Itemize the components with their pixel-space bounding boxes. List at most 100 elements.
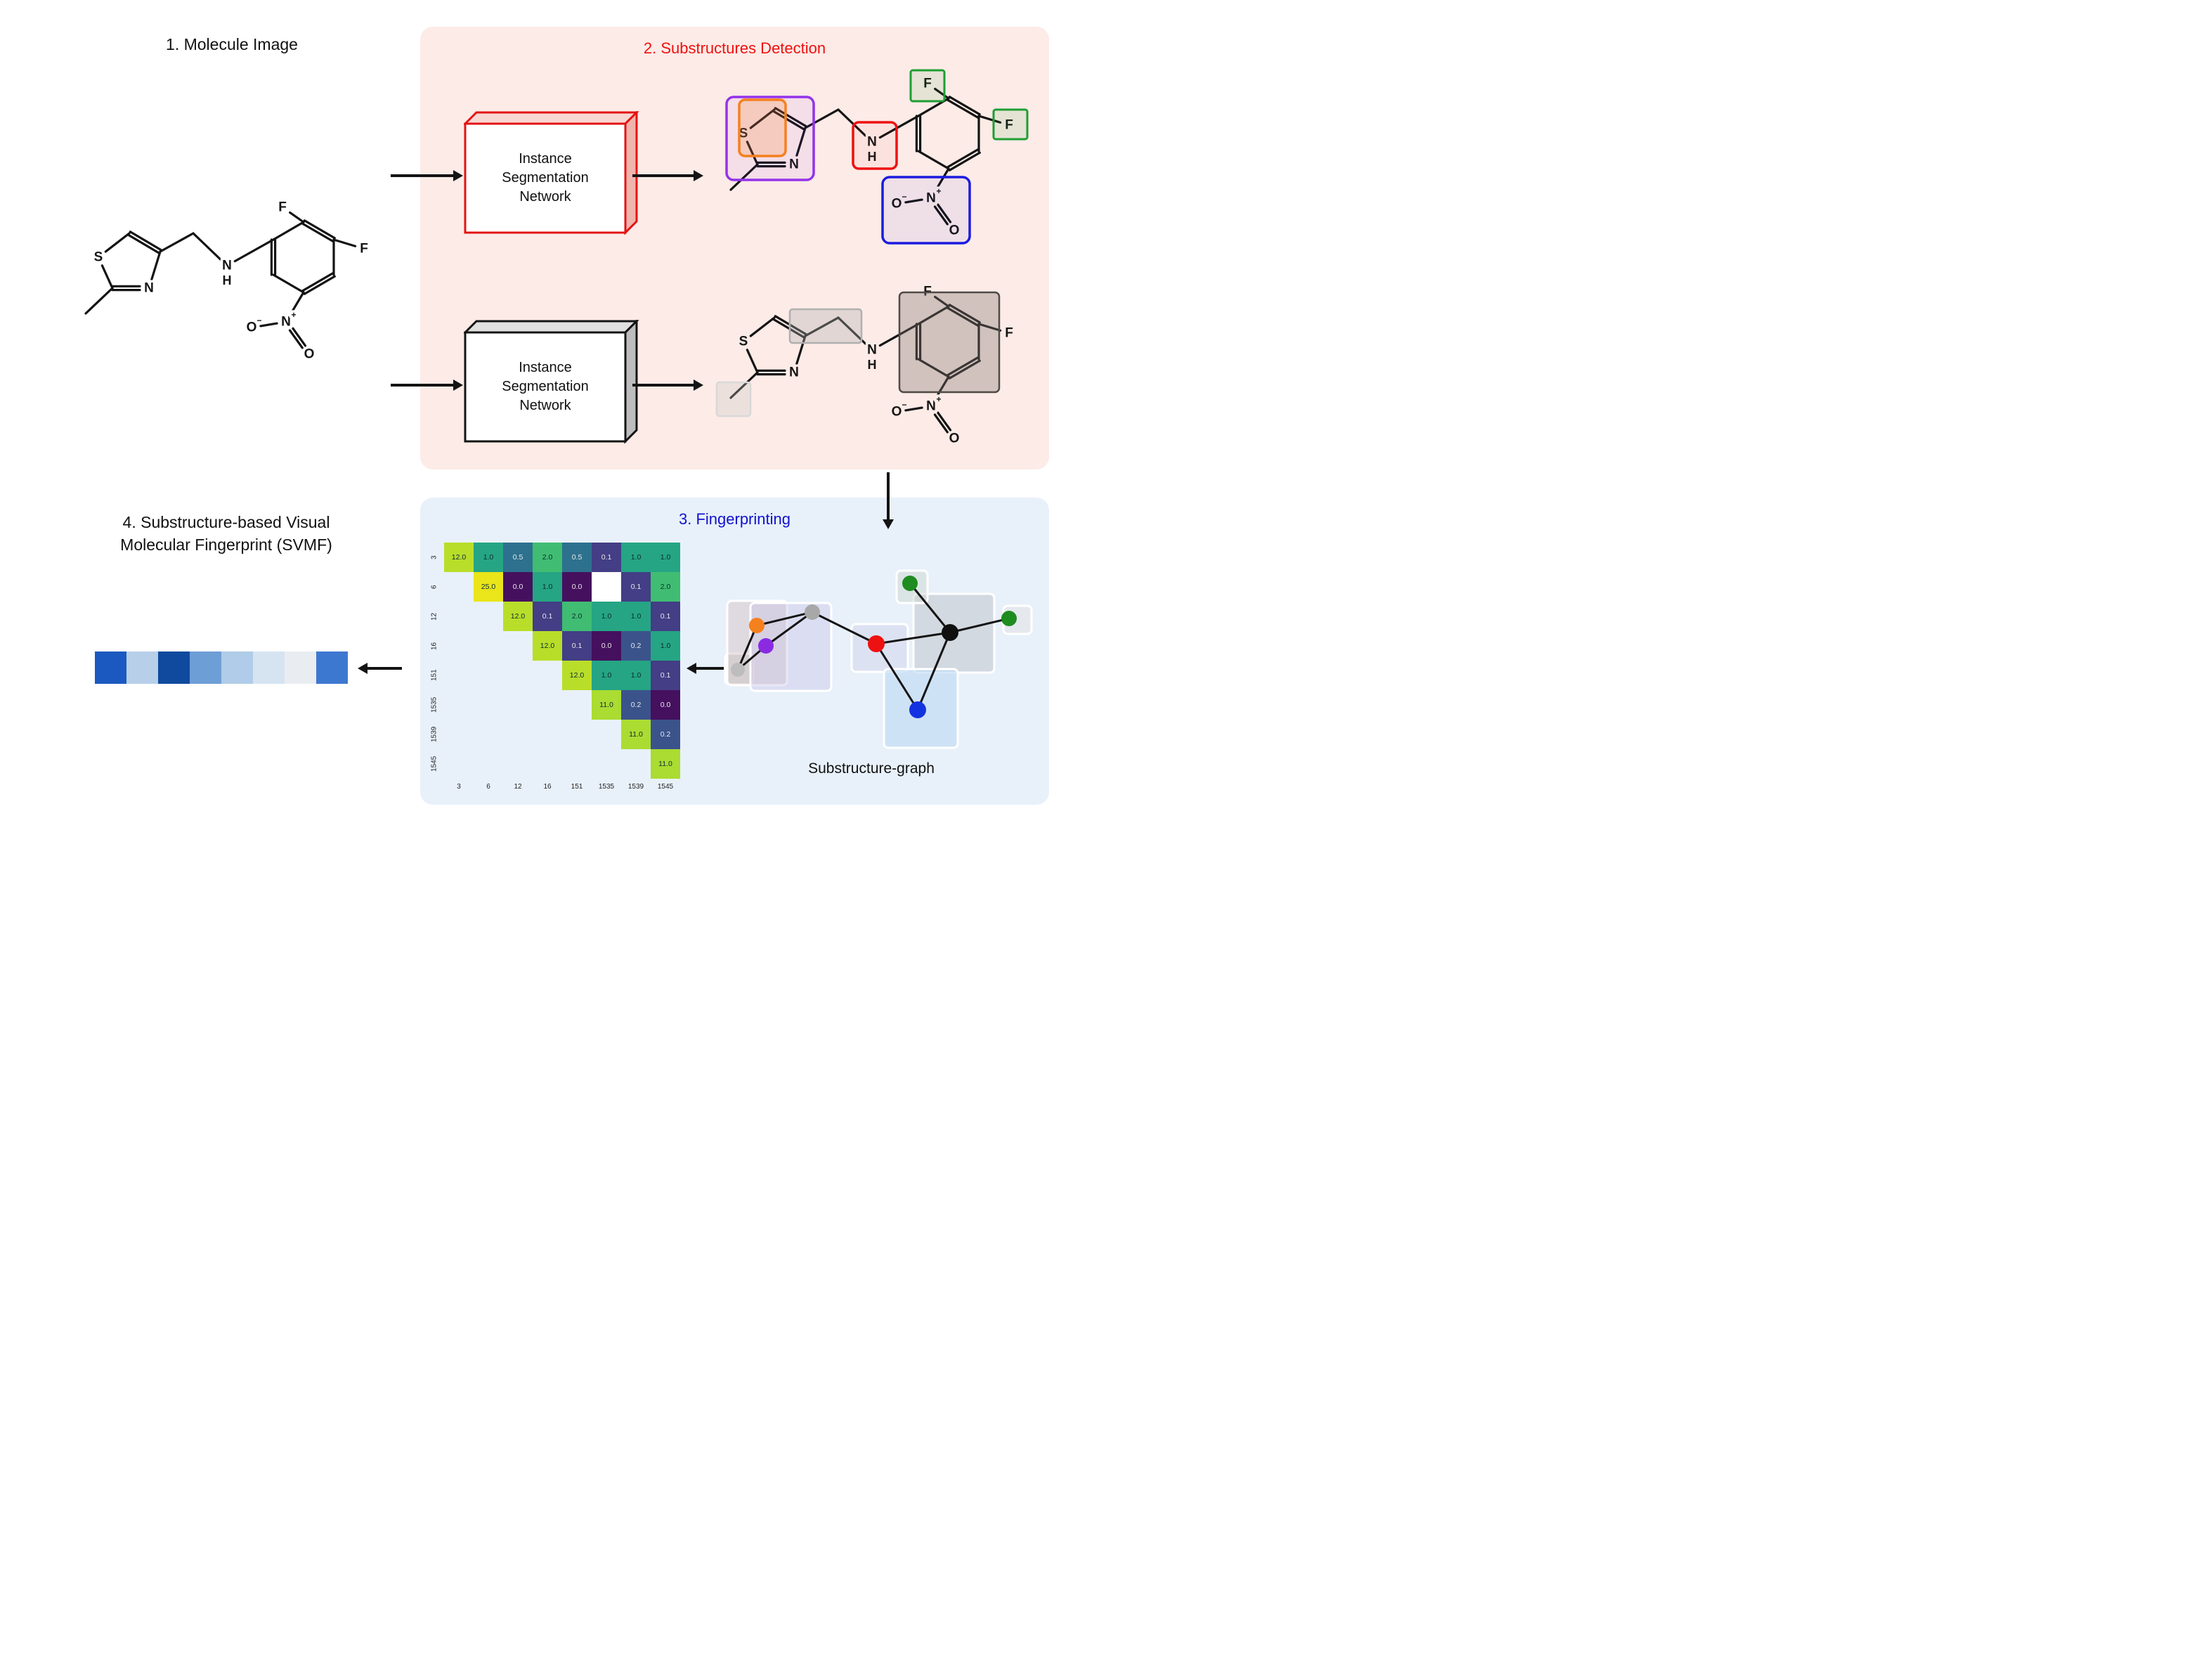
atom-label: O [949, 432, 960, 446]
heatmap-cell: 1.0 [621, 661, 651, 690]
arrow-isn-red-to-detection [632, 174, 694, 177]
atom-label: H [868, 358, 877, 372]
graph-node-gray-small [731, 663, 745, 677]
substructure-box [725, 96, 815, 181]
bond [934, 87, 950, 100]
graph-node-blue [909, 701, 926, 718]
bond [303, 219, 336, 240]
bond [977, 323, 1002, 332]
bond [917, 305, 950, 325]
bond [129, 231, 162, 252]
atom-label: N [789, 365, 799, 380]
arrow-detection-to-fingerprinting [887, 472, 890, 520]
atom-label: O [949, 223, 960, 238]
heatmap-cell: 1.0 [533, 572, 562, 602]
fingerprint-cell [221, 651, 253, 684]
fingerprint-cell [253, 651, 285, 684]
graph-node-gray [805, 604, 820, 620]
svmf-strip [95, 651, 348, 684]
figure-canvas: 1. Molecule Image 2. Substructures Detec… [0, 0, 1106, 830]
heatmap-cell: 0.1 [592, 543, 621, 572]
atom-label: − [902, 192, 906, 202]
substructure-box [788, 308, 863, 344]
heatmap-cell: 2.0 [651, 572, 680, 602]
bond [127, 233, 161, 254]
bond [774, 107, 807, 128]
atom-label: S [739, 335, 748, 349]
heatmap-cell: 12.0 [444, 543, 474, 572]
graph-node-purple [758, 638, 774, 654]
atom-label: N [867, 135, 877, 150]
isn-black-label: Instance Segmentation Network [502, 360, 589, 413]
graph-edge [756, 611, 813, 627]
bond [933, 413, 949, 434]
bond [233, 238, 275, 263]
graph-node-green-top [902, 576, 918, 591]
bond [804, 316, 840, 337]
bond [935, 375, 950, 400]
graph-patch [749, 602, 833, 692]
fingerprint-cell [158, 651, 190, 684]
atom-label: + [936, 186, 941, 196]
bond [301, 272, 334, 292]
heatmap-row-label: 1535 [430, 696, 438, 713]
heatmap-cell: 1.0 [621, 602, 651, 631]
heatmap-cell: 11.0 [621, 720, 651, 749]
bond [289, 291, 305, 316]
bond [933, 205, 949, 226]
bond [301, 222, 334, 242]
bond [746, 141, 759, 166]
heatmap-cell: 0.1 [651, 602, 680, 631]
heatmap-col-label: 6 [486, 783, 490, 791]
atom-label: + [936, 394, 941, 404]
graph-node-orange [749, 618, 765, 633]
bond [795, 127, 807, 157]
heatmap-col-label: 1535 [598, 783, 615, 791]
atom-label: N [926, 399, 936, 414]
heatmap-row-label: 1539 [430, 726, 438, 743]
heatmap-cell: 0.0 [503, 572, 533, 602]
heatmap-row-label: 3 [430, 555, 438, 559]
heatmap-row-label: 16 [430, 642, 438, 650]
bond [749, 108, 776, 129]
heatmap-cell: 0.0 [562, 572, 592, 602]
heatmap-cell: 2.0 [533, 543, 562, 572]
heatmap-cell: 12.0 [533, 631, 562, 661]
heatmap-col-label: 12 [514, 783, 522, 791]
bond [272, 221, 305, 241]
substructures-detection-title: 2. Substructures Detection [643, 39, 826, 57]
svmf-title-line2: Molecular Fingerprint (SVMF) [120, 536, 332, 554]
arrow-molecule-to-isn-black [391, 384, 454, 387]
bond [303, 275, 336, 295]
bond [977, 115, 1002, 124]
atom-label: F [1005, 326, 1013, 341]
bond [917, 150, 950, 170]
arrow-isn-black-to-detection [632, 384, 694, 387]
atom-label: N [926, 191, 936, 206]
graph-node-red [868, 635, 885, 652]
fingerprint-cell [95, 651, 126, 684]
bond [159, 232, 195, 253]
heatmap-cell: 0.2 [621, 631, 651, 661]
bond [772, 110, 806, 131]
fingerprint-cell [126, 651, 158, 684]
heatmap-cell: 1.0 [592, 602, 621, 631]
fingerprinting-title: 3. Fingerprinting [679, 510, 791, 528]
fingerprint-cell [190, 651, 221, 684]
bond [292, 327, 307, 347]
bond [749, 316, 776, 337]
heatmap-col-label: 1539 [627, 783, 644, 791]
atom-label: F [923, 77, 932, 91]
bond [289, 211, 305, 223]
substructure-box [992, 108, 1029, 141]
heatmap-cell: 0.0 [651, 690, 680, 720]
atom-label: + [291, 310, 296, 320]
bond [935, 167, 950, 192]
heatmap-cell: 11.0 [651, 749, 680, 779]
substructure-graph-label: Substructure-graph [808, 760, 935, 777]
atom-label: − [256, 316, 261, 325]
heatmap-cell: 12.0 [562, 661, 592, 690]
bond [937, 411, 952, 432]
heatmap-cell: 1.0 [474, 543, 503, 572]
